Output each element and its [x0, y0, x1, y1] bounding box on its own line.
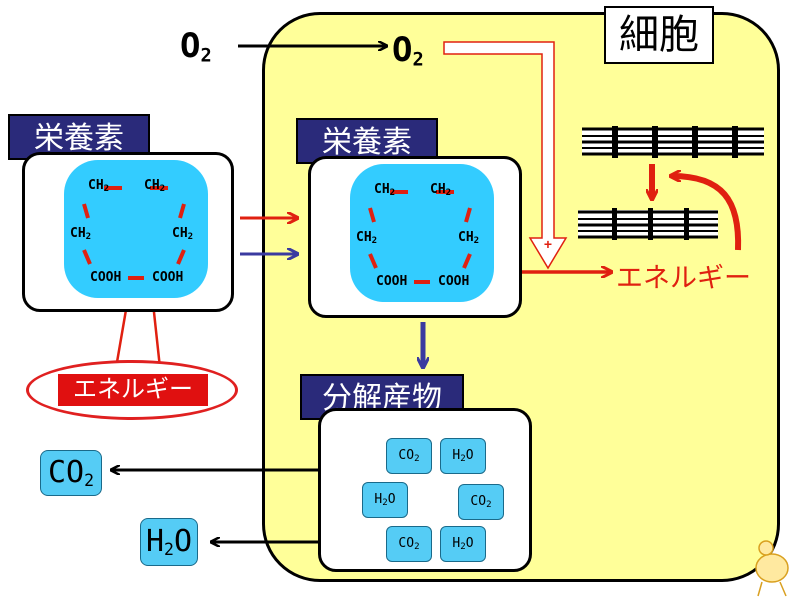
- group-ch2-2: CH2: [144, 178, 166, 194]
- muscle-fiber-lower: [578, 208, 718, 240]
- oxygen-inside: O2: [392, 30, 424, 71]
- product-tile: H2O: [362, 482, 408, 518]
- group-ch2-1: CH2: [88, 178, 110, 194]
- oxygen-delivery-path: [443, 41, 568, 270]
- molecule-bonds: [368, 190, 472, 284]
- product-tile: H2O: [440, 526, 486, 562]
- plus-symbol: +: [543, 236, 553, 252]
- energy-bond-label: エネルギー: [58, 374, 208, 406]
- energy-return-arrow: [672, 176, 742, 251]
- nutrient-molecule-inside: CH2 CH2 CH2 CH2 COOH COOH: [350, 164, 494, 302]
- product-tile: CO2: [386, 526, 432, 562]
- group-cooh-2: COOH: [152, 270, 184, 285]
- co2-excreted: CO2: [40, 450, 102, 496]
- product-tile: CO2: [458, 484, 504, 520]
- product-tile: CO2: [386, 438, 432, 474]
- group-ch2-4: CH2: [172, 226, 194, 242]
- group-ch2-2: CH2: [430, 182, 452, 198]
- product-tile: H2O: [440, 438, 486, 474]
- group-ch2-1: CH2: [374, 182, 396, 198]
- group-ch2-4: CH2: [458, 230, 480, 246]
- energy-output-label: エネルギー: [616, 263, 751, 293]
- molecule-bonds: [82, 186, 186, 280]
- muscle-fiber-upper: [582, 126, 764, 158]
- mascot-sketch: [755, 540, 789, 597]
- group-cooh-1: COOH: [376, 274, 408, 289]
- h2o-excreted: H2O: [140, 518, 198, 566]
- group-cooh-1: COOH: [90, 270, 122, 285]
- cell-label: 細胞: [604, 6, 714, 64]
- group-ch2-3: CH2: [70, 226, 92, 242]
- oxygen-outside: O2: [180, 26, 212, 67]
- nutrient-molecule-outside: CH2 CH2 CH2 CH2 COOH COOH: [64, 160, 208, 298]
- group-cooh-2: COOH: [438, 274, 470, 289]
- group-ch2-3: CH2: [356, 230, 378, 246]
